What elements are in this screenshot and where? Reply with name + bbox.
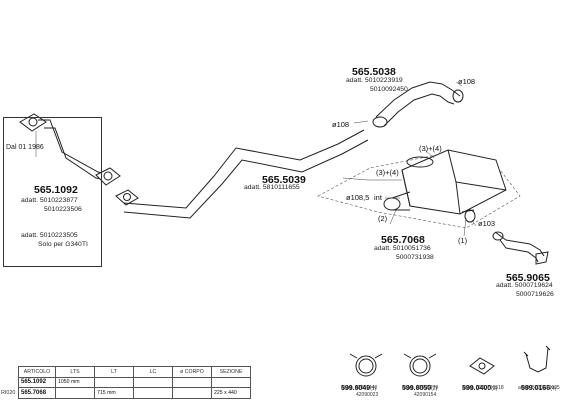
part-number-front-pipe: 565.1092 (34, 184, 78, 196)
front-pipe-adatt-1: adatt. 5010223877 (21, 197, 78, 204)
table-cell: 225 x 440 (211, 387, 251, 399)
callout-1: (1) (458, 236, 468, 245)
clamp-number: 599.0049 (341, 385, 371, 392)
clamp-refs-2: 42090154 (414, 392, 437, 398)
clamp-qty: (3) (491, 386, 498, 392)
part-number-middle-pipe: 565.5039 (262, 174, 306, 186)
middle-pipe-drawing (123, 129, 369, 219)
middle-pipe-adatt: adatt. 5810111655 (244, 184, 300, 191)
table-cell (172, 387, 212, 399)
table-header: LT (94, 366, 134, 378)
clamp-refs-2: 42090023 (356, 392, 379, 398)
rear-top-adatt-2: 5010092450 (370, 86, 408, 93)
clamp-refs-1: adatt. 5000719605 (518, 385, 560, 391)
clamp-number: 599.0050 (402, 385, 432, 392)
u-bolt-clamp-icon-1 (349, 353, 383, 377)
clamp-item-2: 599.0050(2) (402, 378, 437, 394)
u-bolt-clamp-icon-2 (403, 353, 437, 377)
clamp-item-3: 599.0400(3) (462, 378, 497, 394)
tail-pipe-adatt-2: 5000719626 (516, 291, 554, 298)
table-cell (55, 387, 95, 399)
rear-top-adatt-1: adatt. 5010223919 (346, 77, 403, 84)
clamp-qty: (1) (370, 386, 377, 392)
front-pipe-drawing (19, 113, 139, 206)
clamp-number: 599.0400 (462, 385, 492, 392)
front-pipe-adatt-2: 5010223506 (44, 206, 82, 213)
muffler-adatt-2: 5000731938 (396, 254, 434, 261)
clamp-qty: (4) (550, 386, 557, 392)
table-cell (94, 376, 134, 388)
spec-table: ARTICOLO LTS LT LC ø CORPO SEZIONE 565.1… (18, 366, 251, 399)
rear-top-diameter: ø108 (458, 77, 476, 86)
clamp-refs-1: adatt. 42075779 (402, 385, 439, 391)
table-cell (172, 376, 212, 388)
table-header: SEZIONE (211, 366, 251, 378)
table-cell (133, 387, 173, 399)
clamp-refs-1: adatt. 5000750518 (462, 385, 504, 391)
table-row: 565.1092 1050 mm (18, 376, 251, 388)
muffler-inlet-diameter: ø108,5 (346, 193, 370, 202)
note-model: Solo per G340TI (38, 241, 88, 248)
note-adatt: adatt. 5010223505 (21, 232, 78, 239)
clamp-item-1: 599.0049(1) (341, 378, 376, 394)
table-header-row: ARTICOLO LTS LT LC ø CORPO SEZIONE (18, 366, 251, 378)
rear-top-pipe-drawing (372, 81, 464, 128)
table-cell: 1050 mm (55, 376, 95, 388)
table-header: ARTICOLO (18, 366, 56, 378)
muffler-outlet-diameter: ø103 (478, 219, 496, 228)
table-cell: 715 mm (94, 387, 134, 399)
callout-3-4-left: (3)+(4) (376, 168, 399, 177)
part-number-muffler: 565.7068 (381, 234, 425, 246)
table-header: LC (133, 366, 173, 378)
part-number-tail-pipe: 565.9065 (506, 272, 550, 284)
muffler-int-label: int (374, 193, 382, 202)
muffler-drawing (383, 149, 507, 223)
clamp-item-4: 599.0166(4) (521, 378, 556, 394)
clamp-qty: (2) (431, 386, 438, 392)
table-header: LTS (55, 366, 95, 378)
front-pipe-box (3, 117, 102, 267)
table-cell (133, 376, 173, 388)
clamp-refs-1: adatt. 42081440 (341, 385, 378, 391)
tail-pipe-drawing (492, 231, 549, 265)
rubber-mount-icon (469, 357, 495, 375)
table-cell: 565.7068 (18, 387, 56, 399)
table-header: ø CORPO (172, 366, 212, 378)
table-row: 565.7068 715 mm 225 x 440 (18, 387, 251, 399)
hanger-bracket-icon (523, 345, 551, 373)
table-cell: 565.1092 (18, 376, 56, 388)
callout-2: (2) (378, 214, 388, 223)
note-date: Dal 01 1986 (6, 144, 44, 151)
middle-pipe-diameter: ø108 (332, 120, 350, 129)
callout-3-4-top: (3)+(4) (419, 144, 442, 153)
muffler-adatt-1: adatt. 5010051736 (374, 245, 431, 252)
clamp-number: 599.0166 (521, 385, 551, 392)
tail-pipe-adatt-1: adatt. 5000719624 (496, 282, 553, 289)
document-code: RI020 (1, 390, 16, 396)
table-cell (211, 376, 251, 388)
part-number-rear-top-pipe: 565.5038 (352, 66, 396, 78)
